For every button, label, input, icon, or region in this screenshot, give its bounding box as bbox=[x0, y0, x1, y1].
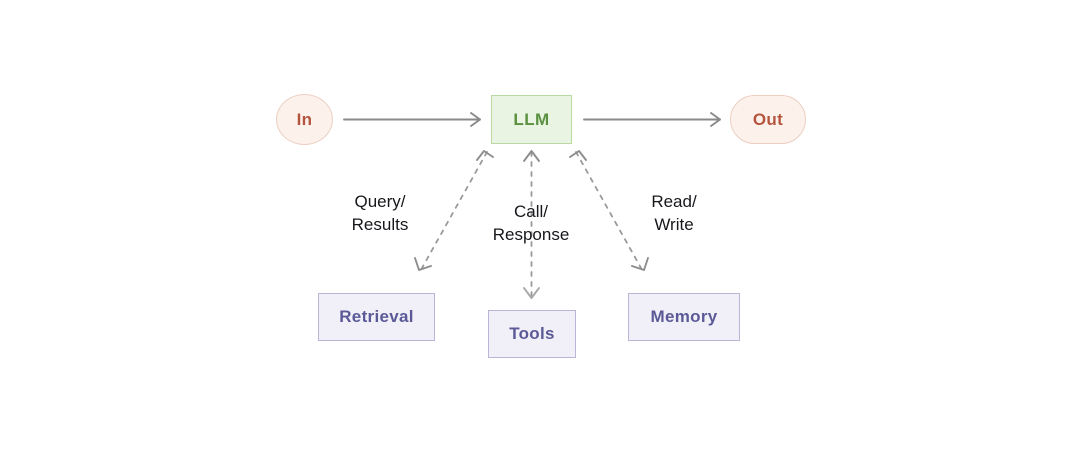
edge-label-query-results: Query/ Results bbox=[351, 192, 409, 234]
node-tools[interactable]: Tools bbox=[488, 310, 576, 358]
edge-label-read-write: Read/ Write bbox=[651, 192, 697, 234]
node-output[interactable]: Out bbox=[730, 95, 806, 144]
edge-label-call-response: Call/ Response bbox=[492, 202, 570, 244]
node-input[interactable]: In bbox=[276, 94, 333, 145]
edge-in-to-llm bbox=[343, 112, 481, 127]
edge-llm-to-out bbox=[583, 112, 721, 127]
node-memory[interactable]: Memory bbox=[628, 293, 740, 341]
edge-llm-retrieval bbox=[414, 150, 494, 271]
node-llm[interactable]: LLM bbox=[491, 95, 572, 144]
edge-llm-memory bbox=[569, 150, 649, 271]
edge-llm-tools bbox=[523, 150, 540, 299]
node-retrieval[interactable]: Retrieval bbox=[318, 293, 435, 341]
